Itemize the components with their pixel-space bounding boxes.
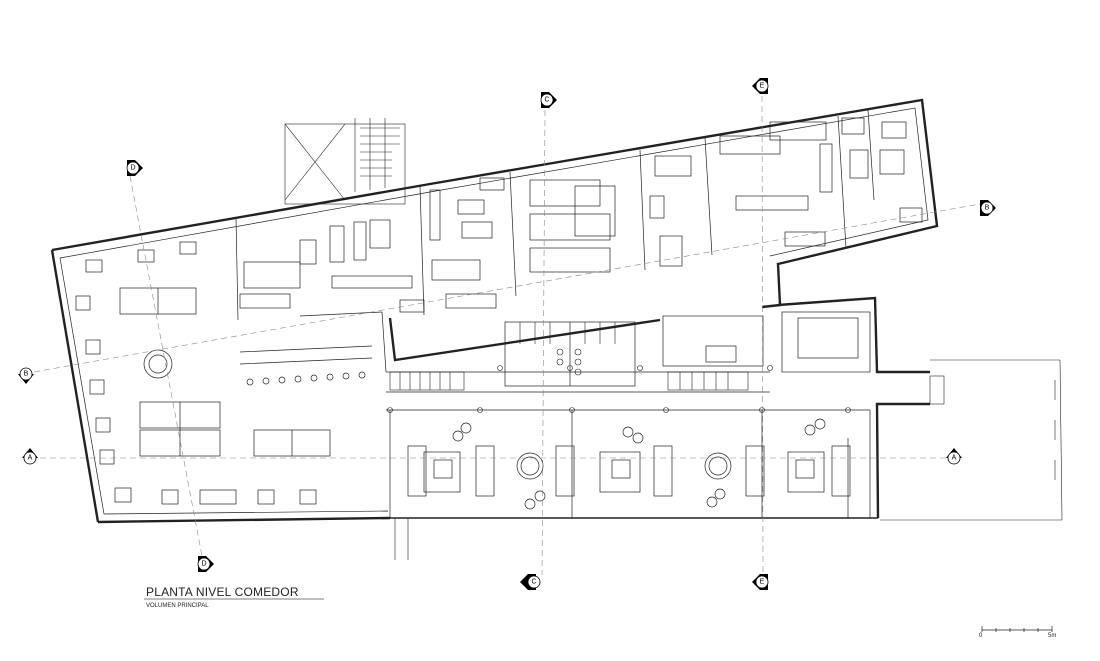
section-marker-a-left[interactable]: A <box>22 448 38 465</box>
section-marker-e-top[interactable]: E <box>752 78 769 94</box>
exterior-platform <box>880 359 1063 521</box>
section-marker-label: E <box>760 579 765 586</box>
section-marker-label: B <box>985 205 990 212</box>
lower-stairs <box>389 371 749 560</box>
scale-label-start: 0 <box>979 633 983 639</box>
plan-subtitle: VOLUMEN PRINCIPAL <box>146 603 209 609</box>
columns <box>387 365 851 413</box>
section-marker-d-top[interactable]: D <box>126 160 143 176</box>
building-outline <box>50 98 939 524</box>
office-furniture <box>529 117 923 363</box>
section-marker-b-left[interactable]: B <box>18 367 34 384</box>
dining-furniture <box>75 241 373 505</box>
section-marker-d-bottom[interactable]: D <box>197 556 214 572</box>
stair-void <box>284 118 406 205</box>
section-marker-b-right[interactable]: B <box>980 200 996 216</box>
section-marker-e-bottom[interactable]: E <box>752 574 769 590</box>
scale-label-end: 5m <box>1048 633 1057 639</box>
section-marker-label: D <box>130 165 135 172</box>
section-marker-label: C <box>531 579 536 586</box>
section-marker-label: E <box>760 83 765 90</box>
kitchen-equipment <box>239 177 505 313</box>
section-marker-label: A <box>28 455 33 462</box>
plan-title: PLANTA NIVEL COMEDOR <box>146 585 299 599</box>
section-marker-label: C <box>544 97 549 104</box>
section-marker-label: A <box>952 455 957 462</box>
section-marker-c-top[interactable]: C <box>540 92 557 108</box>
section-marker-label: D <box>201 561 206 568</box>
section-marker-c-bottom[interactable]: C <box>520 574 541 590</box>
section-lines <box>33 95 981 576</box>
section-marker-label: B <box>24 371 29 378</box>
lounge-furniture <box>407 418 851 510</box>
restroom-fixtures <box>519 322 616 376</box>
scale-bar <box>981 626 1053 632</box>
section-marker-a-right[interactable]: A <box>946 448 962 465</box>
